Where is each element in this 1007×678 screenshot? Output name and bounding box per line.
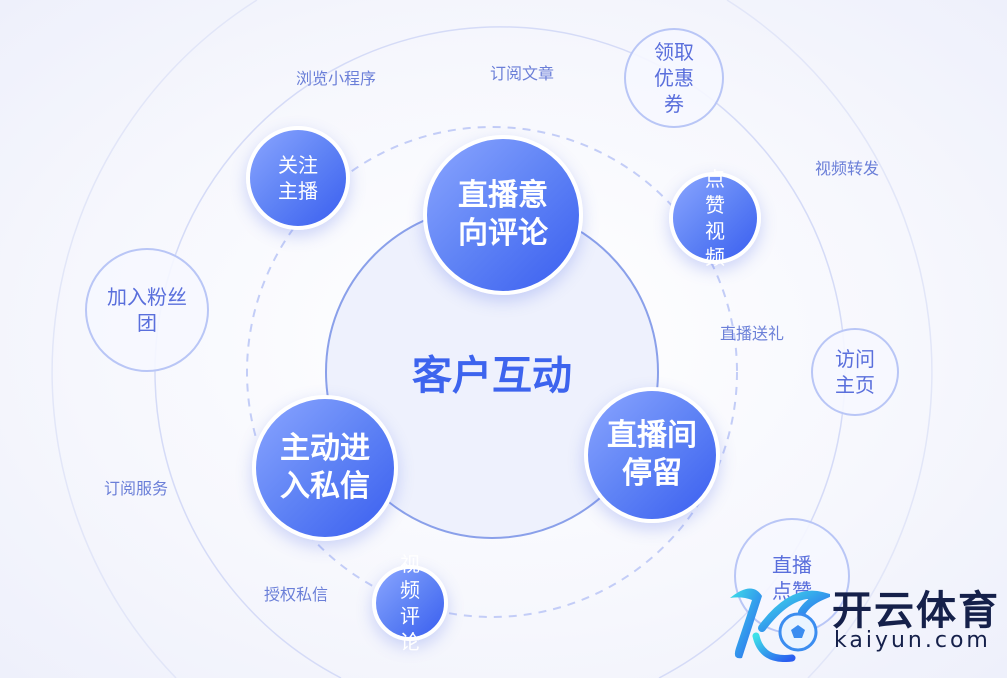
bubble-label: 领取优惠券 <box>654 40 694 116</box>
label-subscribe-service: 订阅服务 <box>103 479 169 498</box>
bubble-label: 关注主播 <box>278 153 318 203</box>
bubble-fan-club: 加入粉丝团 <box>85 248 209 372</box>
kaiyun-logo: 开云体育 kaiyun.com <box>722 578 1002 663</box>
bubble-label: 加入粉丝团 <box>107 285 187 335</box>
label-live-gift: 直播送礼 <box>719 324 785 343</box>
bubble-video-comment: 视频评论 <box>372 552 448 654</box>
bubble-label: 直播意向评论 <box>458 178 548 251</box>
label-authorize-message: 授权私信 <box>263 585 329 604</box>
label-subscribe-article: 订阅文章 <box>489 64 555 83</box>
middle-ring <box>154 26 846 678</box>
bubble-follow: 关注主播 <box>246 126 350 230</box>
bubble-homepage: 访问主页 <box>811 328 899 416</box>
bubble-label: 直播间停留 <box>607 418 697 491</box>
bubble-label: 点赞视频 <box>705 167 725 269</box>
logo-k-icon <box>730 588 835 663</box>
center-title: 客户互动 <box>412 353 572 399</box>
logo-cn: 开云体育 <box>832 588 1000 634</box>
logo-en: kaiyun.com <box>834 628 991 653</box>
bubble-coupon: 领取优惠券 <box>624 28 724 128</box>
label-mini-program: 浏览小程序 <box>295 69 377 88</box>
bubble-live-comment: 直播意向评论 <box>423 135 583 295</box>
outer-ring-left <box>51 0 258 678</box>
bubble-label: 直播点赞 <box>772 553 812 603</box>
outer-ring-right <box>726 0 933 678</box>
bubble-label: 访问主页 <box>835 347 875 397</box>
bubble-label: 视频评论 <box>400 552 420 654</box>
dashed-ring <box>246 126 738 618</box>
bubble-private-message: 主动进入私信 <box>252 395 398 541</box>
bubble-label: 主动进入私信 <box>280 431 370 504</box>
label-video-share: 视频转发 <box>814 159 880 178</box>
bubble-live-stay: 直播间停留 <box>584 387 720 523</box>
bubble-like-video: 点赞视频 <box>669 167 761 269</box>
